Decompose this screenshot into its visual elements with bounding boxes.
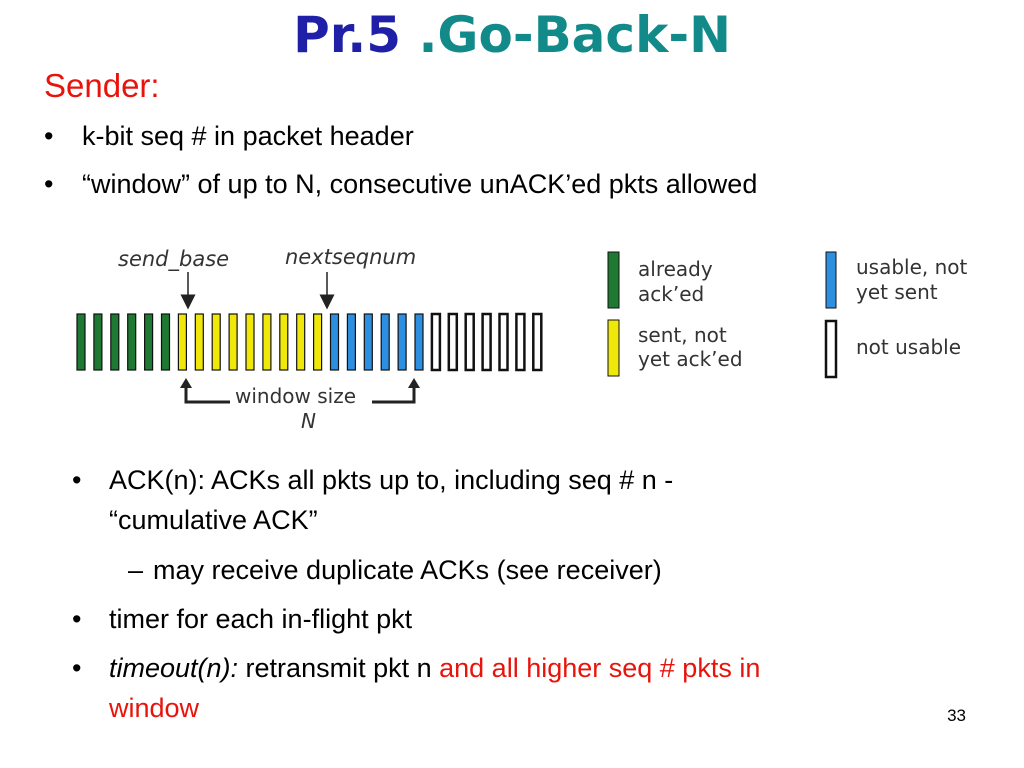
nextseqnum-label: nextseqnum	[285, 245, 416, 269]
seq-slot-acked	[127, 313, 137, 371]
seq-slot-sent	[313, 313, 323, 371]
seq-slot-not-usable	[481, 312, 492, 372]
seq-slot-usable	[380, 313, 390, 371]
seq-slot-sent	[245, 313, 255, 371]
bullet-red-text: and all higher seq # pkts in	[439, 653, 761, 683]
bullet-text-line2: “cumulative ACK”	[109, 505, 318, 535]
seq-slot-not-usable	[430, 312, 442, 372]
seq-slot-acked	[76, 313, 86, 371]
bullet-dot: •	[72, 653, 82, 683]
bullet-text: k-bit seq # in packet header	[82, 121, 414, 151]
seq-slot-not-usable	[447, 312, 459, 372]
seq-slot-acked	[160, 313, 171, 371]
bullet-red-text-line2: window	[109, 693, 200, 723]
seq-slot-not-usable	[464, 312, 475, 372]
sub-bullet-text: may receive duplicate ACKs (see receiver…	[153, 555, 662, 585]
legend-not-usable-swatch	[824, 319, 838, 379]
seq-slot-acked	[144, 313, 154, 371]
seq-slot-sent	[177, 313, 187, 371]
window-right-bracket	[372, 382, 416, 404]
seq-slot-usable	[346, 313, 356, 371]
sender-heading: Sender:	[44, 67, 160, 104]
legend-acked-line1: already	[638, 257, 713, 281]
bullet-text: ACK(n): ACKs all pkts up to, including s…	[109, 465, 674, 495]
window-left-arrowhead	[180, 378, 192, 388]
seq-slot-usable	[363, 313, 373, 371]
legend-sent-line2: yet ack’ed	[638, 347, 743, 371]
title-part1: Pr.5	[293, 6, 419, 64]
bullet-dot: •	[44, 121, 54, 151]
slide-title: Pr.5 .Go-Back-N	[0, 2, 1024, 68]
seq-slot-usable	[397, 313, 407, 371]
seq-slot-sent	[194, 313, 204, 371]
bullet-normal-text: retransmit pkt n	[238, 653, 440, 683]
legend-sent-swatch	[607, 319, 620, 377]
send-base-label: send_base	[118, 247, 229, 272]
seq-slot-acked	[110, 313, 120, 371]
legend-sent-line1: sent, not	[638, 323, 727, 347]
bullet-text: “window” of up to N, consecutive unACK’e…	[82, 169, 758, 199]
bullet-dot: •	[72, 604, 82, 634]
seq-slot-sent	[211, 313, 221, 371]
seq-slot-not-usable	[515, 312, 526, 372]
seq-slot-sent	[262, 313, 272, 371]
seq-slot-sent	[228, 313, 238, 371]
bullet-dot: •	[72, 465, 82, 495]
bullet-italic-text: timeout(n):	[109, 653, 239, 683]
seq-slot-not-usable	[498, 312, 509, 372]
legend-acked-swatch	[607, 251, 620, 309]
seq-slot-acked	[93, 313, 103, 371]
seq-slot-usable	[329, 313, 340, 371]
page-number: 33	[947, 706, 966, 725]
bullet-text: timer for each in-flight pkt	[109, 604, 413, 634]
legend-acked-line2: ack’ed	[638, 282, 704, 306]
bullet-text: timeout(n): retransmit pkt n and all hig…	[109, 651, 760, 685]
sequence-slots	[76, 312, 543, 372]
dash-marker: –	[128, 555, 144, 585]
window-right-arrowhead	[408, 378, 420, 388]
seq-slot-sent	[296, 313, 306, 371]
window-n-label: N	[301, 409, 316, 433]
seq-slot-not-usable	[532, 312, 543, 372]
seq-slot-usable	[414, 313, 424, 371]
bullet-dot: •	[44, 169, 54, 199]
title-part2: .Go-Back-N	[418, 6, 731, 64]
legend-not-usable-label: not usable	[856, 335, 961, 359]
window-size-label: window size	[235, 384, 356, 408]
window-left-bracket	[184, 382, 230, 404]
legend-usable-line2: yet sent	[856, 280, 938, 304]
legend-usable-line1: usable, not	[856, 255, 968, 279]
legend-usable-swatch	[825, 251, 837, 309]
seq-slot-sent	[279, 313, 289, 371]
